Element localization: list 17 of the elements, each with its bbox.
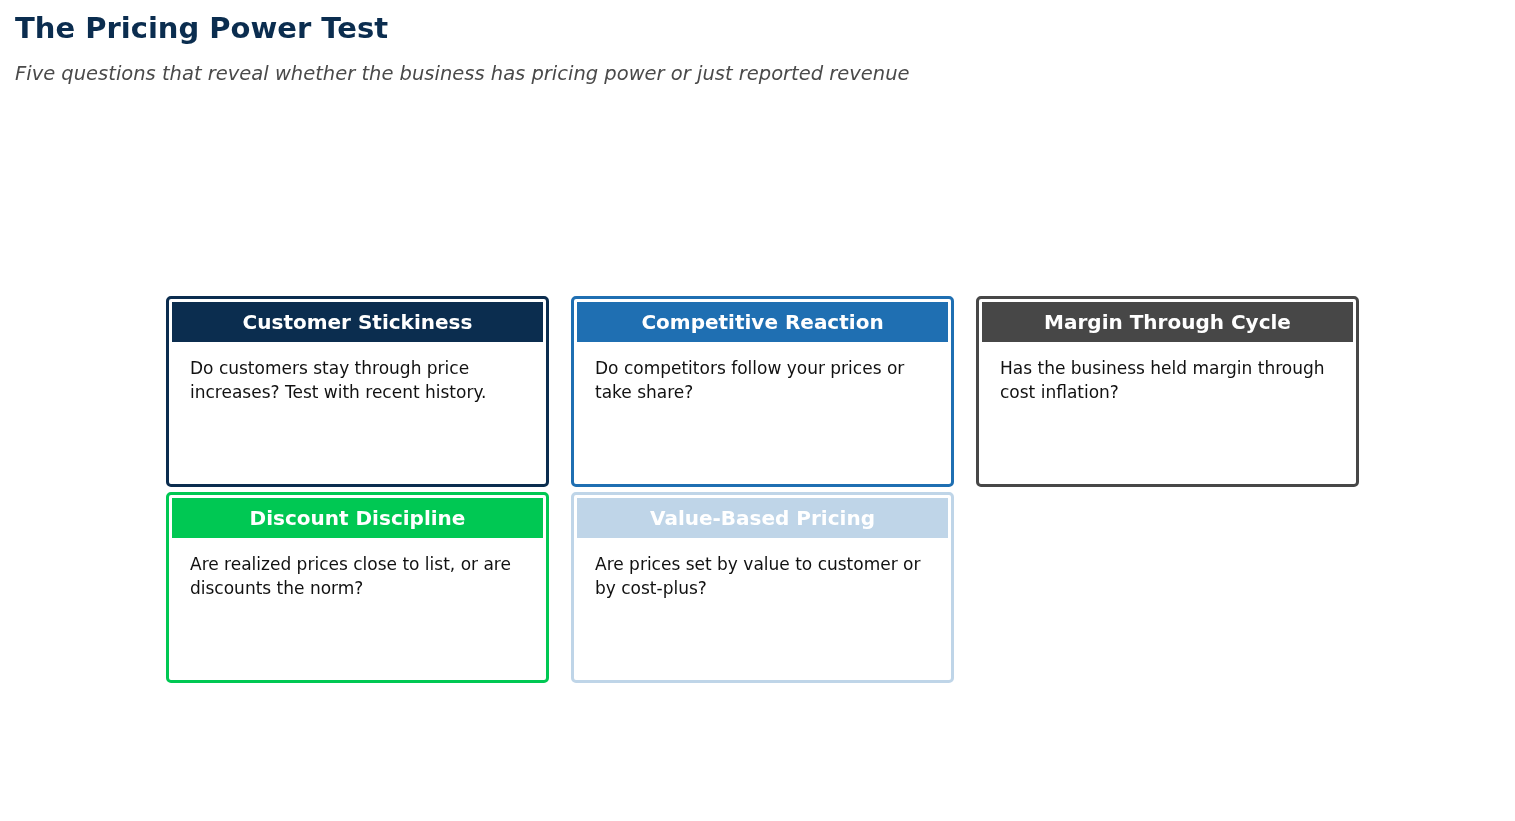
question-card	[571, 296, 954, 487]
question-card	[166, 492, 549, 683]
question-card	[976, 296, 1359, 487]
question-text: Are realized prices close to list, or are discounts the norm?	[190, 553, 512, 600]
question-card	[166, 296, 549, 487]
card-heading: Margin Through Cycle	[982, 302, 1353, 342]
card-heading: Discount Discipline	[172, 498, 543, 538]
card-heading: Competitive Reaction	[577, 302, 948, 342]
question-text: Has the business held margin through cost inflation?	[1000, 357, 1326, 404]
subtitle: Five questions that reveal whether the business has pricing power or just reported revenue	[15, 61, 910, 87]
card-heading: Value-Based Pricing	[577, 498, 948, 538]
page-title: The Pricing Power Test	[15, 10, 389, 46]
question-text: Do customers stay through price increases? Test with recent history.	[190, 357, 488, 404]
card-heading: Customer Stickiness	[172, 302, 543, 342]
question-card	[571, 492, 954, 683]
question-text: Are prices set by value to customer or by cost-plus?	[595, 553, 922, 600]
question-text: Do competitors follow your prices or take share?	[595, 357, 906, 404]
